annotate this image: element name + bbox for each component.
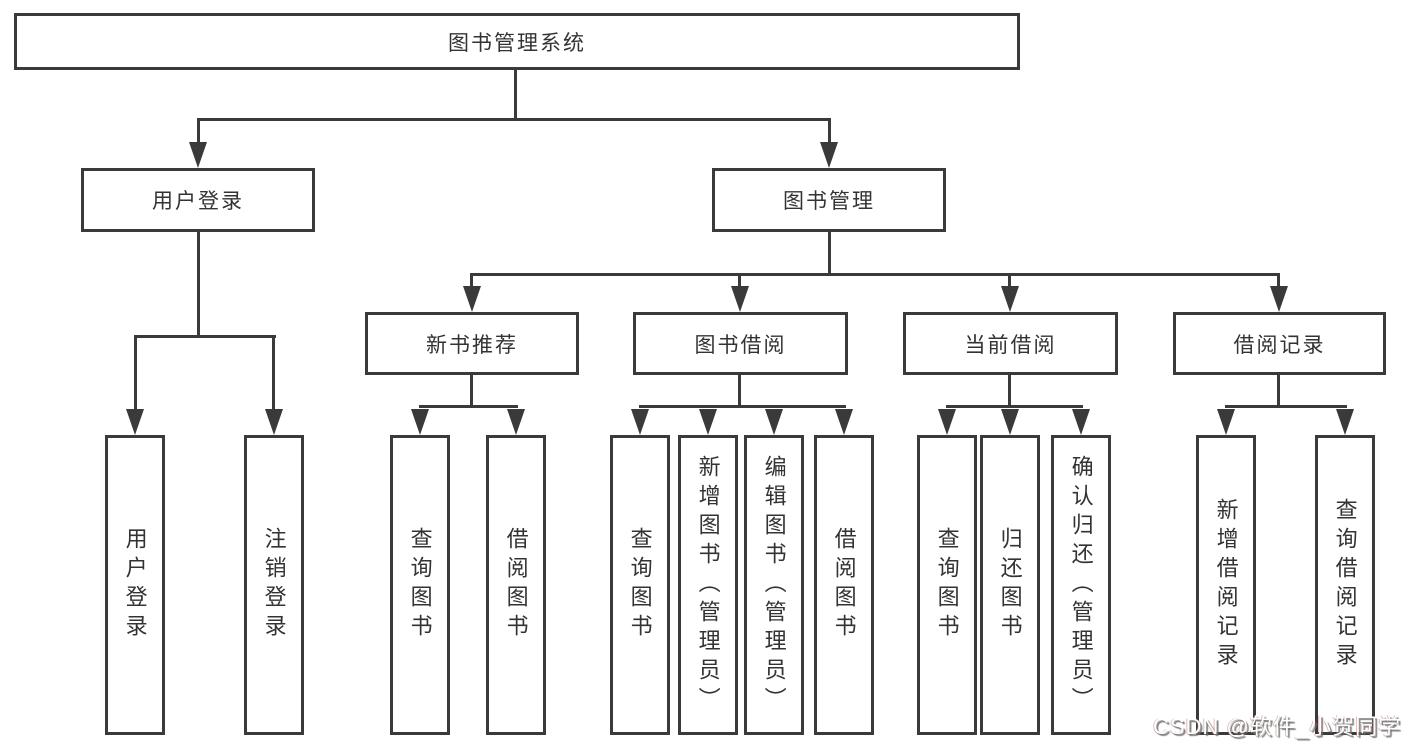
node-query-books: 查询图书 — [390, 435, 450, 735]
csdn-watermark: CSDN @软件_小贺同学 — [1152, 714, 1401, 739]
connector-line — [946, 405, 1083, 408]
node-label: 借阅图书 — [831, 527, 857, 643]
node-label: 当前借阅 — [964, 333, 1057, 357]
node-label: 查询图书 — [627, 527, 653, 643]
node-book-borrowing: 图书借阅 — [633, 312, 848, 375]
connector-line — [1277, 372, 1280, 408]
arrow-down-icon — [1270, 286, 1288, 312]
connector-line — [514, 68, 517, 121]
node-borrow-books: 借阅图书 — [486, 435, 546, 735]
node-label: 图书借阅 — [694, 333, 787, 357]
connector-line — [1008, 276, 1011, 288]
connector-line — [1008, 372, 1011, 408]
node-label: 查询图书 — [934, 527, 960, 643]
node-label: 图书管理 — [783, 190, 875, 213]
node-label: 注销登录 — [261, 527, 287, 643]
arrow-down-icon — [507, 409, 525, 435]
node-label: 确认归还（管理员） — [1068, 454, 1094, 716]
connector-line — [639, 405, 846, 408]
connector-line — [134, 335, 276, 338]
node-label: 用户登录 — [152, 190, 244, 213]
node-return-books: 归还图书 — [980, 435, 1040, 735]
node-label: 用户登录 — [122, 527, 148, 643]
arrow-down-icon — [1336, 409, 1354, 435]
connector-line — [134, 338, 137, 411]
arrow-down-icon — [699, 409, 717, 435]
arrow-down-icon — [463, 286, 481, 312]
node-label: 图书管理系统 — [448, 31, 586, 55]
node-logout: 注销登录 — [244, 435, 304, 735]
arrow-down-icon — [731, 286, 749, 312]
node-confirm-return-admin: 确认归还（管理员） — [1051, 435, 1111, 735]
node-borrow-books: 借阅图书 — [814, 435, 874, 735]
arrow-down-icon — [1217, 409, 1235, 435]
node-label: 新增图书（管理员） — [695, 454, 721, 716]
node-query-books: 查询图书 — [610, 435, 670, 735]
node-borrow-records: 借阅记录 — [1173, 312, 1386, 375]
connector-line — [738, 372, 741, 408]
connector-line — [470, 276, 473, 288]
node-user-login: 用户登录 — [81, 168, 315, 232]
node-new-book-recommend: 新书推荐 — [365, 312, 579, 375]
node-label: 查询图书 — [407, 527, 433, 643]
arrow-down-icon — [631, 409, 649, 435]
connector-line — [828, 230, 831, 276]
connector-line — [738, 276, 741, 288]
node-label: 借阅图书 — [503, 527, 529, 643]
node-edit-book-admin: 编辑图书（管理员） — [744, 435, 804, 735]
node-label: 借阅记录 — [1233, 333, 1326, 357]
connector-line — [197, 118, 831, 121]
node-library-system: 图书管理系统 — [14, 13, 1020, 70]
connector-line — [828, 121, 831, 145]
arrow-down-icon — [126, 409, 144, 435]
arrow-down-icon — [411, 409, 429, 435]
arrow-down-icon — [938, 409, 956, 435]
connector-line — [1277, 276, 1280, 288]
node-current-borrowing: 当前借阅 — [903, 312, 1118, 375]
node-label: 编辑图书（管理员） — [761, 454, 787, 716]
connector-line — [1225, 405, 1347, 408]
connector-line — [419, 405, 518, 408]
arrow-down-icon — [265, 409, 283, 435]
node-label: 新增借阅记录 — [1213, 498, 1239, 672]
arrow-down-icon — [1001, 409, 1019, 435]
node-query-books: 查询图书 — [917, 435, 977, 735]
node-label: 归还图书 — [997, 527, 1023, 643]
connector-line — [272, 338, 275, 411]
connector-line — [197, 121, 200, 145]
arrow-down-icon — [189, 142, 207, 168]
node-add-book-admin: 新增图书（管理员） — [678, 435, 738, 735]
connector-line — [470, 273, 1280, 276]
node-query-borrow-record: 查询借阅记录 — [1315, 435, 1375, 735]
connector-line — [470, 372, 473, 408]
connector-line — [197, 230, 200, 338]
arrow-down-icon — [1072, 409, 1090, 435]
arrow-down-icon — [765, 409, 783, 435]
node-label: 查询借阅记录 — [1332, 498, 1358, 672]
node-user-login-leaf: 用户登录 — [105, 435, 165, 735]
node-add-borrow-record: 新增借阅记录 — [1196, 435, 1256, 735]
arrow-down-icon — [1001, 286, 1019, 312]
node-label: 新书推荐 — [426, 333, 518, 357]
arrow-down-icon — [835, 409, 853, 435]
arrow-down-icon — [820, 142, 838, 168]
node-book-management: 图书管理 — [712, 168, 946, 232]
